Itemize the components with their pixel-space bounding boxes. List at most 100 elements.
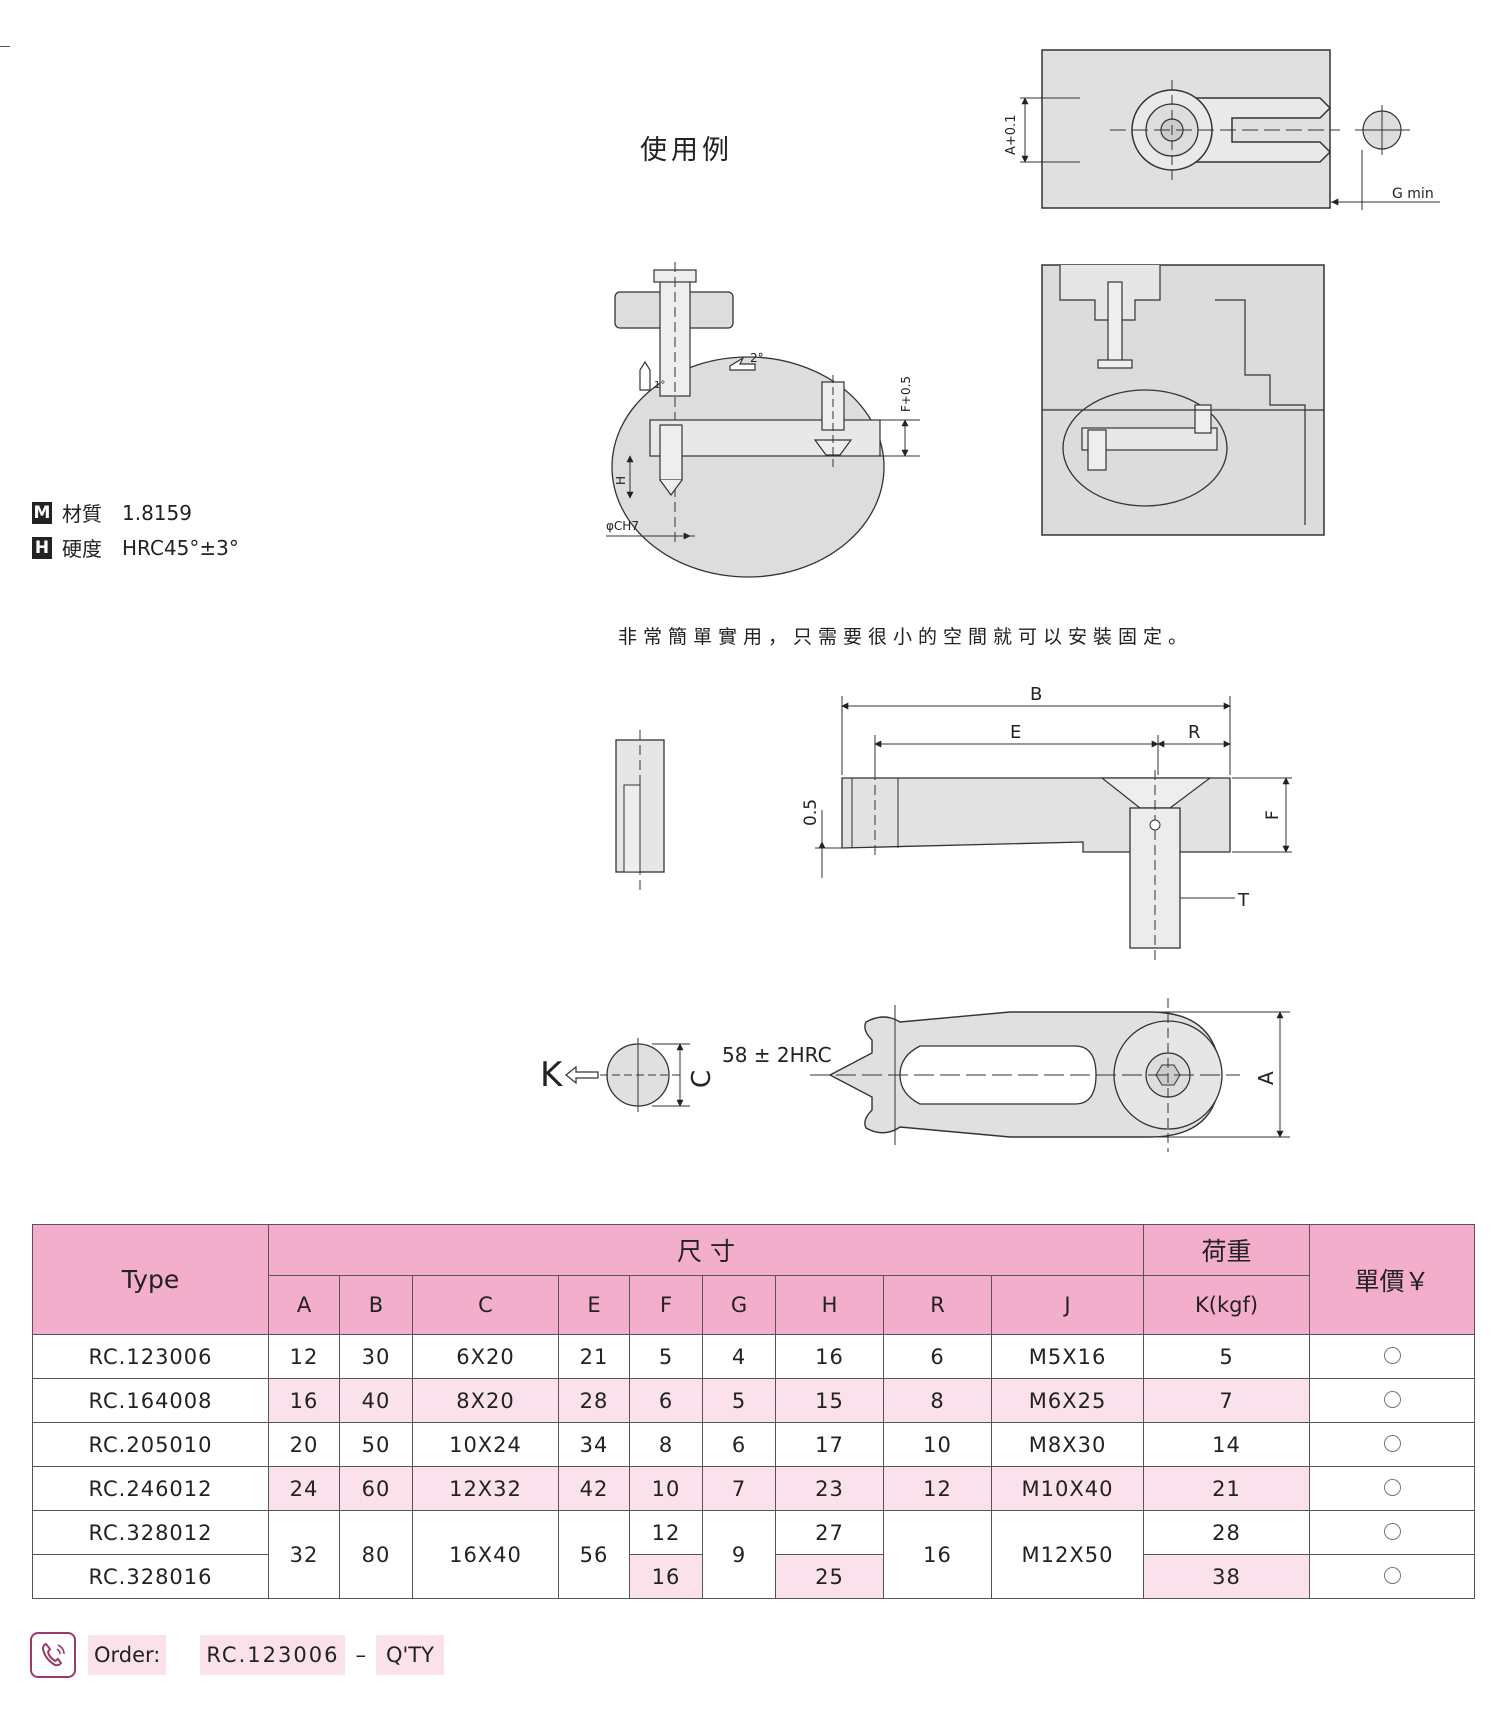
- load-unit: K(kgf): [1143, 1275, 1311, 1335]
- material-label: 材質: [62, 502, 102, 526]
- phone-glyph-icon: [41, 1642, 65, 1667]
- a-tol-label: A+0.1: [1004, 115, 1019, 155]
- e-cell: 28: [558, 1378, 630, 1423]
- r-dim-label: R: [1188, 722, 1201, 743]
- r-cell: 6: [883, 1334, 992, 1379]
- order-separator: –: [355, 1643, 366, 1667]
- material-badge: M: [32, 501, 52, 524]
- k-cell: 38: [1143, 1554, 1311, 1599]
- j-cell: M10X40: [990, 1466, 1145, 1511]
- price-circle-icon: [1383, 1390, 1401, 1408]
- c-cell: 8X20: [412, 1378, 559, 1423]
- col-f: F: [629, 1275, 703, 1335]
- type-cell: RC.205010: [32, 1422, 269, 1467]
- order-code-field[interactable]: RC.123006: [200, 1635, 346, 1675]
- g-cell: 7: [702, 1466, 776, 1511]
- gap-dim-label: 0.5: [801, 799, 821, 826]
- order-label: Order:: [88, 1635, 167, 1675]
- table-row: RC.164008 16 40 8X20 28 6 5 15 8 M6X25 7: [32, 1378, 1476, 1423]
- b-dim-label: B: [1030, 684, 1042, 705]
- type-cell: RC.246012: [32, 1466, 269, 1511]
- angle2-label: 2°: [750, 351, 764, 365]
- col-g: G: [702, 1275, 776, 1335]
- k-cell: 14: [1143, 1422, 1311, 1467]
- j-cell: M5X16: [990, 1334, 1145, 1379]
- k-label: K: [540, 1055, 564, 1095]
- e-cell: 21: [558, 1334, 630, 1379]
- h-label: H: [614, 476, 628, 485]
- h-cell: 25: [775, 1554, 884, 1599]
- h-cell: 15: [775, 1378, 884, 1423]
- table-row: RC.205010 20 50 10X24 34 8 6 17 10 M8X30…: [32, 1422, 1476, 1467]
- material-spec: M 材質 1.8159: [32, 498, 192, 527]
- j-cell: M8X30: [990, 1422, 1145, 1467]
- r-cell: 8: [883, 1378, 992, 1423]
- front-view-drawing: B E R F T 0.5: [801, 684, 1292, 960]
- technical-drawing: A+0.1 G min 1° 2° F+0.5 H φCH7: [540, 49, 1440, 1152]
- a-cell: 12: [268, 1334, 340, 1379]
- j-cell: M6X25: [990, 1378, 1145, 1423]
- material-value: 1.8159: [122, 500, 192, 525]
- a-cell: 16: [268, 1378, 340, 1423]
- type-cell: RC.328016: [32, 1554, 269, 1599]
- price-cell: [1309, 1510, 1476, 1555]
- phi-c-label: φCH7: [606, 519, 639, 533]
- load-header: 荷重: [1143, 1224, 1311, 1276]
- col-h: H: [775, 1275, 884, 1335]
- c-label: C: [687, 1070, 717, 1088]
- k-cell: 28: [1143, 1510, 1311, 1555]
- c-cell: 6X20: [412, 1334, 559, 1379]
- b-cell: 40: [339, 1378, 413, 1423]
- price-cell: [1309, 1378, 1476, 1423]
- f-cell: 16: [629, 1554, 703, 1599]
- col-c: C: [412, 1275, 559, 1335]
- table-row: RC.246012 24 60 12X32 42 10 7 23 12 M10X…: [32, 1466, 1476, 1511]
- type-header: Type: [32, 1224, 269, 1335]
- k-cell: 21: [1143, 1466, 1311, 1511]
- corner-mark: [0, 46, 10, 47]
- hardness-value: HRC45°±3°: [122, 535, 239, 560]
- top-view-drawing: K C 58 ± 2HRC A: [540, 998, 1290, 1152]
- a-cell: 32: [268, 1510, 340, 1599]
- g-cell: 5: [702, 1378, 776, 1423]
- j-cell: M12X50: [990, 1510, 1145, 1599]
- f-tol-label: F+0.5: [899, 376, 913, 412]
- f-dim-label: F: [1263, 810, 1283, 820]
- b-cell: 50: [339, 1422, 413, 1467]
- price-circle-icon: [1383, 1478, 1401, 1496]
- order-line: Order: RC.123006 – Q'TY: [30, 1632, 444, 1678]
- g-cell: 4: [702, 1334, 776, 1379]
- g-min-label: G min: [1392, 186, 1434, 202]
- k-cell: 5: [1143, 1334, 1311, 1379]
- r-cell: 12: [883, 1466, 992, 1511]
- e-cell: 42: [558, 1466, 630, 1511]
- b-cell: 80: [339, 1510, 413, 1599]
- c-cell: 10X24: [412, 1422, 559, 1467]
- table-row: RC.123006 12 30 6X20 21 5 4 16 6 M5X16 5: [32, 1334, 1476, 1379]
- phone-icon[interactable]: [30, 1632, 76, 1678]
- a-label: A: [1254, 1071, 1278, 1085]
- plan-view-drawing: A+0.1 G min: [1004, 49, 1440, 210]
- description-text: 非常簡單實用，只需要很小的空間就可以安裝固定。: [618, 626, 1194, 648]
- k-cell: 7: [1143, 1378, 1311, 1423]
- type-cell: RC.123006: [32, 1334, 269, 1379]
- col-r: R: [883, 1275, 992, 1335]
- col-e: E: [558, 1275, 630, 1335]
- price-cell: [1309, 1422, 1476, 1467]
- price-circle-icon: [1383, 1434, 1401, 1452]
- g-cell: 6: [702, 1422, 776, 1467]
- h-cell: 27: [775, 1510, 884, 1555]
- order-qty-field[interactable]: Q'TY: [375, 1635, 444, 1675]
- type-cell: RC.164008: [32, 1378, 269, 1423]
- r-cell: 10: [883, 1422, 992, 1467]
- hardness-spec: H 硬度 HRC45°±3°: [32, 533, 239, 562]
- f-cell: 6: [629, 1378, 703, 1423]
- e-cell: 56: [558, 1510, 630, 1599]
- price-cell: [1309, 1554, 1476, 1599]
- t-dim-label: T: [1237, 890, 1250, 911]
- usage-title: 使用例: [640, 135, 733, 166]
- f-cell: 12: [629, 1510, 703, 1555]
- dimension-header: 尺 寸: [267, 1224, 1145, 1276]
- e-dim-label: E: [1010, 722, 1021, 743]
- angle1-label: 1°: [654, 380, 665, 391]
